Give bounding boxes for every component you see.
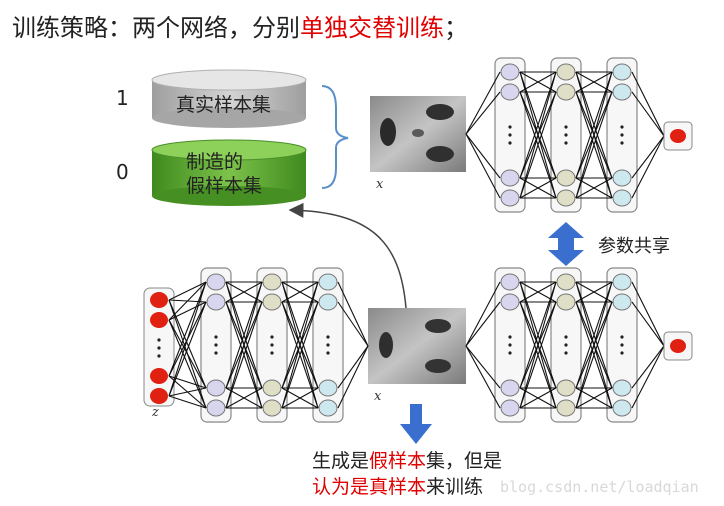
bottom-disc-layer-2 [550,267,582,423]
caption: 生成是假样本集，但是 认为是真样本来训练 [312,450,503,498]
shared-params-label: 参数共享 [598,236,670,257]
gen-layer-2 [256,267,288,423]
top-layer-2 [550,57,582,213]
x-symbol-top: x [376,177,384,192]
bottom-disc-layer-3 [606,267,638,423]
top-output-node [663,121,693,151]
bottom-output-node [663,331,693,361]
fake-flow-arrow [288,202,407,309]
real-label-value: 1 [116,86,129,110]
fake-dataset-cylinder [151,139,307,206]
noise-input-column [143,287,175,407]
fake-label-value: 0 [116,160,129,184]
bottom-disc-layer-1 [494,267,526,423]
fake-dataset-label: 制造的 假样本集 [186,151,263,197]
generated-face-image [368,308,466,384]
page-title: 训练策略：两个网络，分别单独交替训练； [12,14,468,42]
top-layer-1 [494,57,526,213]
dataset-bracket [321,85,349,189]
top-layer-3 [606,57,638,213]
real-face-image [370,96,466,172]
shared-params-arrow [548,222,584,266]
title-highlight: 单独交替训练 [300,14,444,42]
down-arrow [400,404,432,444]
real-dataset-label: 真实样本集 [176,94,272,116]
real-dataset-cylinder [151,69,307,128]
z-symbol: z [151,405,159,420]
x-symbol-bottom: x [374,389,382,404]
watermark: blog.csdn.net/loadqian [500,478,699,496]
gen-layer-3 [312,267,344,423]
gen-layer-1 [200,267,232,423]
